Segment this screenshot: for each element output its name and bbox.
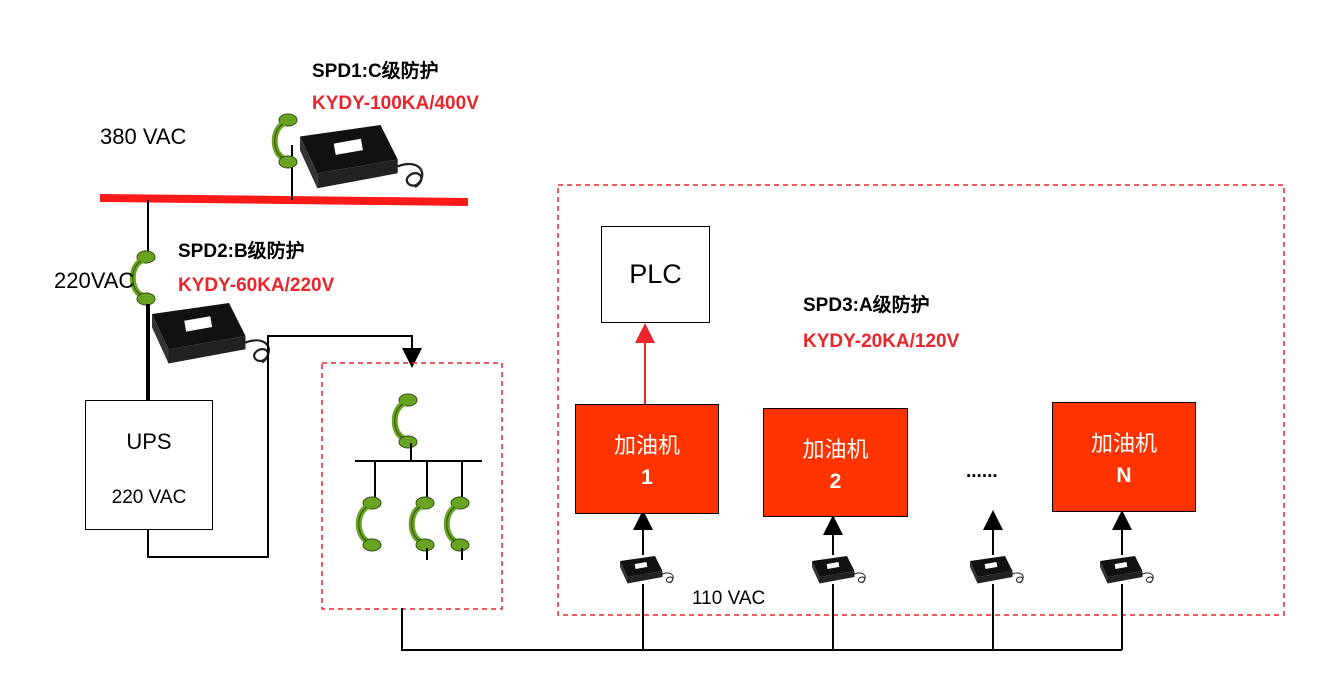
ups-voltage: 220 VAC bbox=[111, 487, 187, 508]
spd1-model: KYDY-100KA/400V bbox=[312, 93, 479, 114]
plc-label: PLC bbox=[629, 259, 682, 289]
dispenser-name: 加油机 bbox=[613, 434, 680, 459]
branch-terminal-icon-3 bbox=[447, 497, 469, 551]
voltage-label-380: 380 VAC bbox=[100, 124, 187, 149]
spd1-terminal-icon bbox=[275, 114, 297, 168]
spd3-module-icon-4 bbox=[1099, 555, 1154, 584]
red-bus-380vac bbox=[99, 194, 469, 206]
spd2-module-icon bbox=[150, 301, 271, 365]
dispenser-name: 加油机 bbox=[802, 437, 869, 463]
dispenser-name: 加油机 bbox=[1090, 432, 1157, 457]
dispenser-dashed-box bbox=[557, 184, 1285, 616]
spd2-title: SPD2:B级防护 bbox=[178, 241, 305, 262]
dispenser-2: 加油机 2 bbox=[763, 408, 908, 517]
dispenser-1: 加油机 1 bbox=[575, 404, 719, 514]
ellipsis: ...... bbox=[966, 461, 998, 482]
spd3-module-icon-2 bbox=[811, 555, 866, 584]
plc-box: PLC bbox=[601, 226, 710, 323]
dispenser-number: N bbox=[1116, 464, 1132, 487]
spd2-model: KYDY-60KA/220V bbox=[178, 275, 335, 296]
dispenser-number: 1 bbox=[641, 466, 653, 489]
spd3-module-icon-1 bbox=[619, 555, 674, 584]
voltage-label-220: 220VAC bbox=[54, 268, 135, 293]
branch-terminal-icon-2 bbox=[412, 497, 434, 551]
branch-terminal-icon-1 bbox=[359, 497, 381, 551]
spd3-module-icon-3 bbox=[969, 555, 1024, 584]
spd1-module-icon bbox=[298, 123, 424, 190]
ups-title: UPS bbox=[126, 429, 172, 454]
voltage-label-110: 110 VAC bbox=[692, 588, 766, 609]
dispenser-n: 加油机 N bbox=[1052, 402, 1196, 512]
distribution-dashed-box bbox=[321, 362, 503, 610]
spd3-model: KYDY-20KA/120V bbox=[803, 331, 960, 352]
ups-box: UPS 220 VAC bbox=[85, 400, 213, 530]
spd1-title: SPD1:C级防护 bbox=[312, 61, 439, 82]
spd2-terminal-icon bbox=[133, 251, 155, 305]
distribution-main-terminal-icon bbox=[395, 394, 417, 448]
spd3-title: SPD3:A级防护 bbox=[803, 295, 930, 316]
dispenser-number: 2 bbox=[829, 469, 842, 493]
